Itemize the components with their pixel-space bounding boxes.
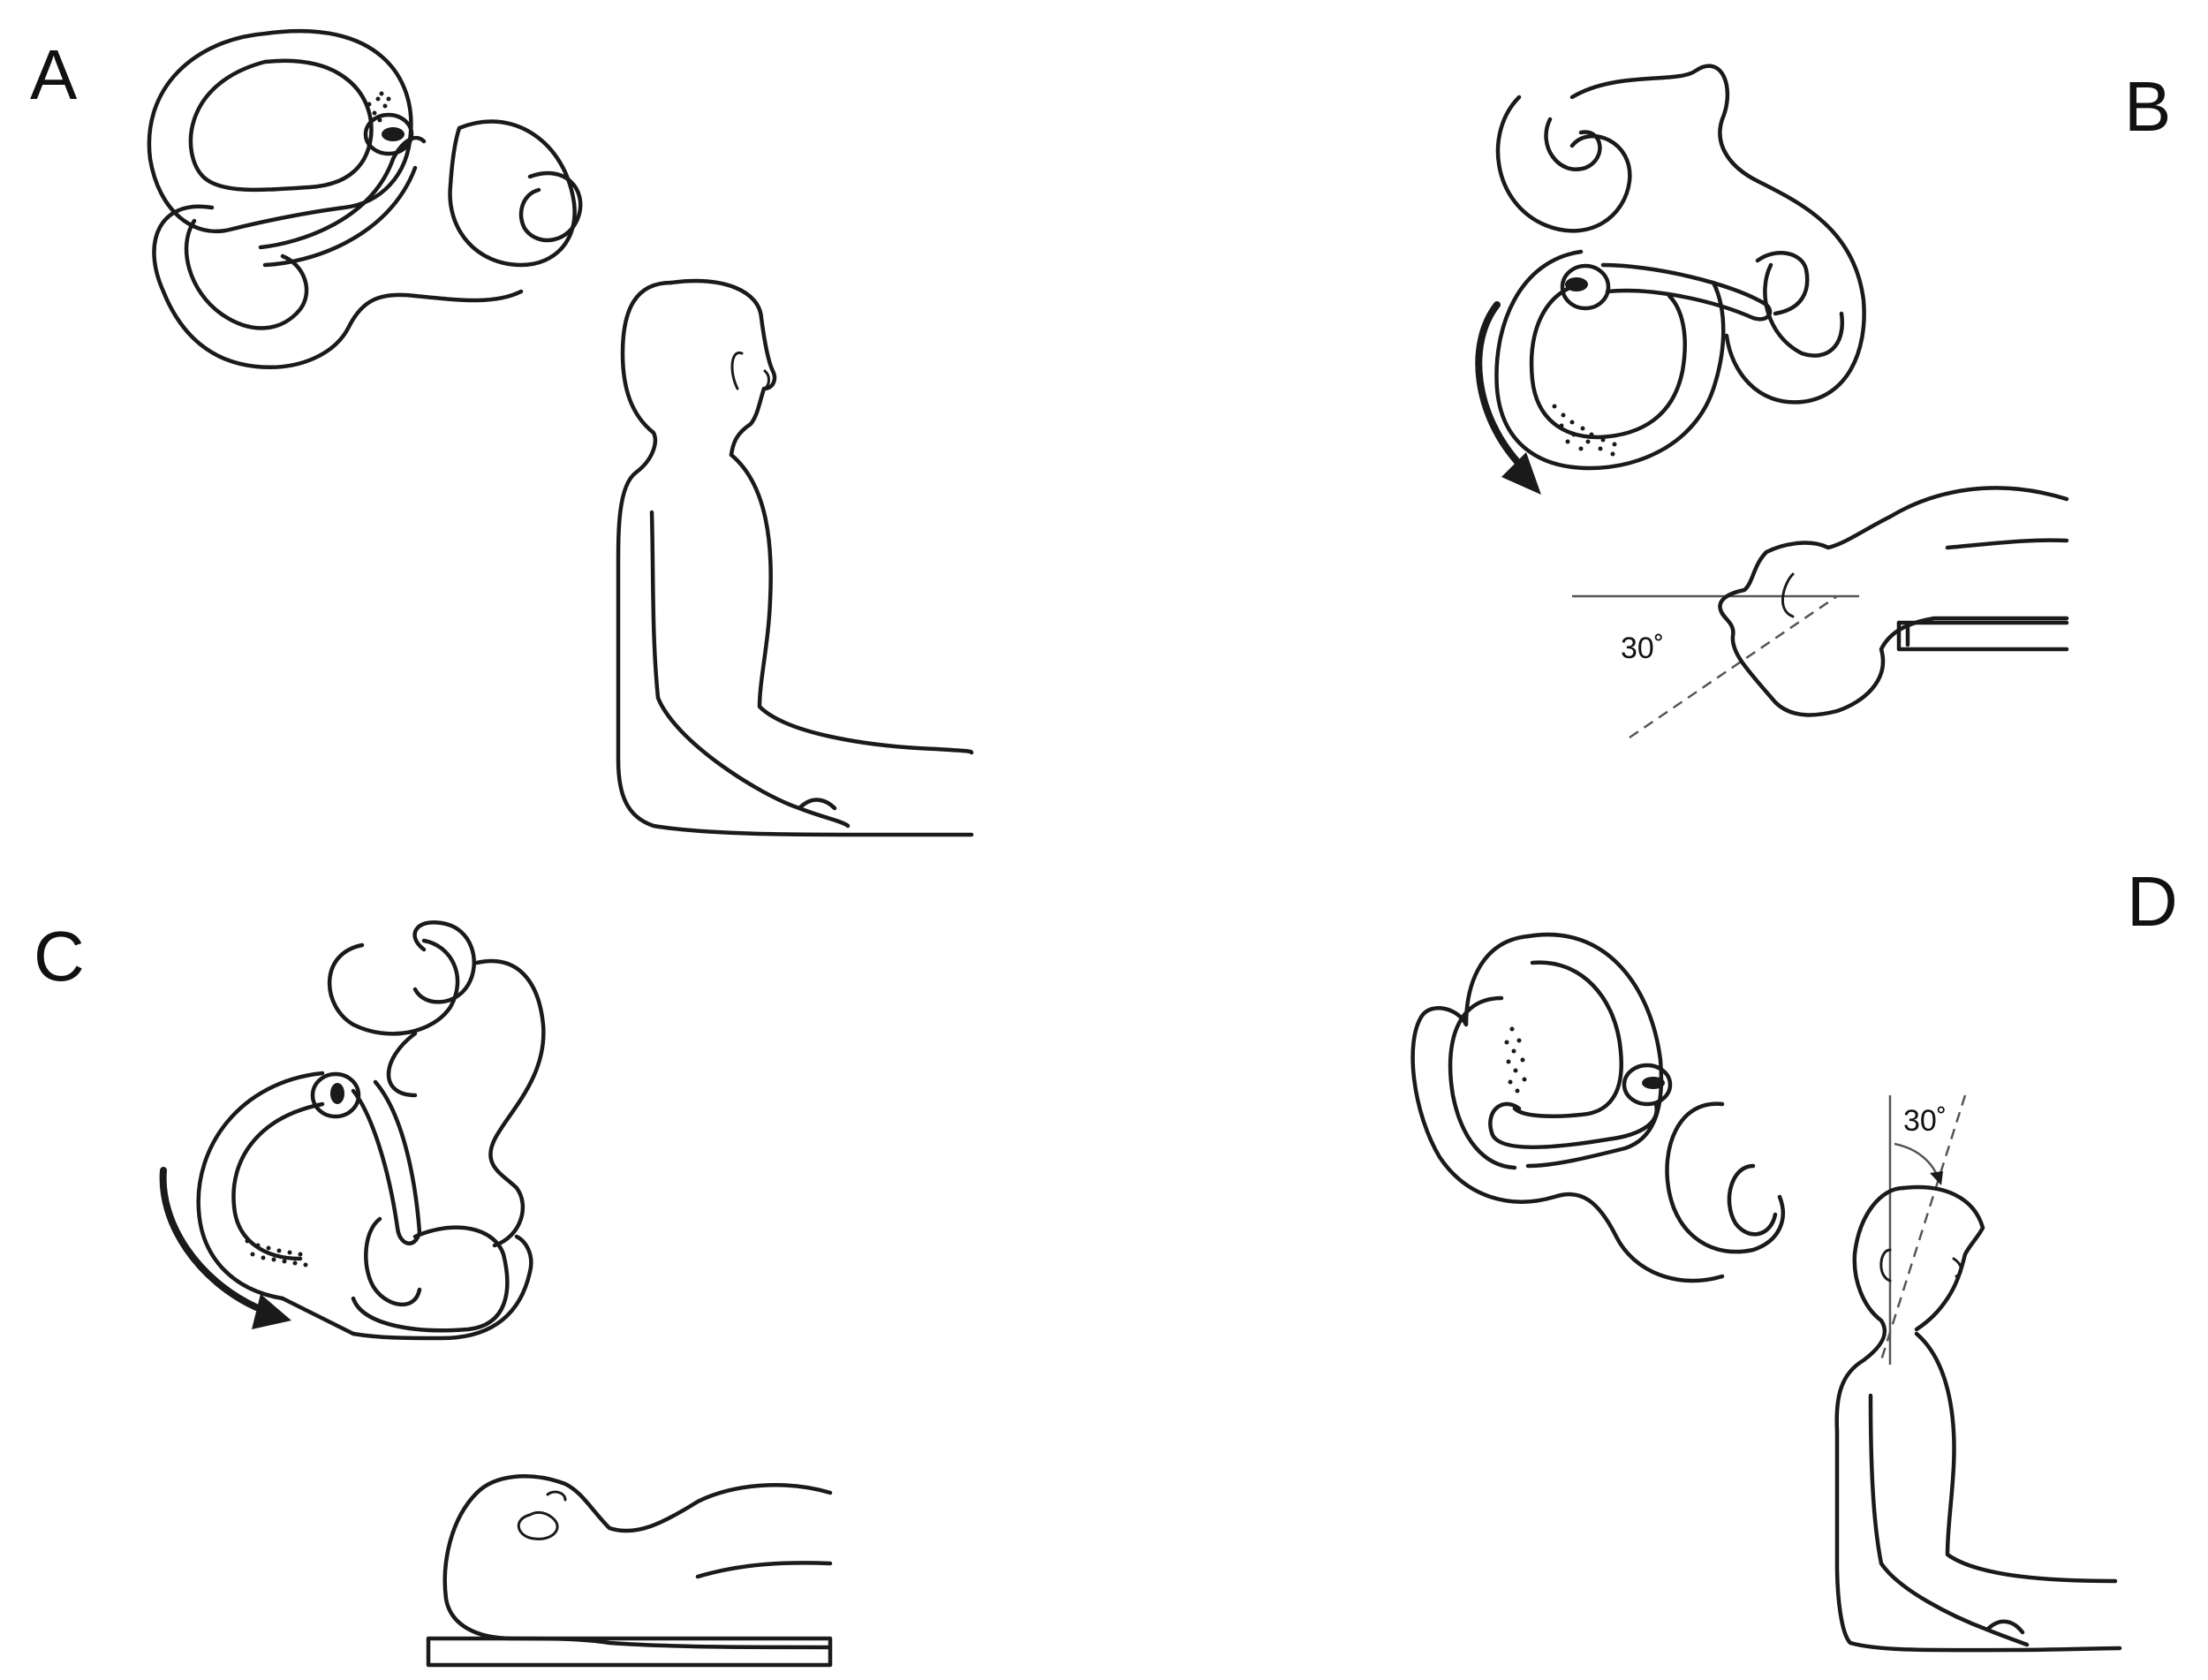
panel-a: A <box>30 28 974 837</box>
head-tilt-line-b <box>1629 594 1838 739</box>
labyrinth-b-icon <box>1494 64 1866 471</box>
labyrinth-d-icon <box>1410 933 1785 1283</box>
rotation-arrow-c-icon <box>159 1167 291 1329</box>
panel-c: C <box>34 917 833 1668</box>
panel-b-label: B <box>2124 67 2171 146</box>
seated-patient-a <box>616 278 974 837</box>
panel-a-label: A <box>30 35 78 114</box>
angle-label-b: 30˚ <box>1621 632 1664 665</box>
panel-d-label: D <box>2127 862 2178 941</box>
head-tilt-line-d <box>1879 1094 1967 1361</box>
labyrinth-c-icon <box>196 919 546 1341</box>
panel-d: D 30˚ <box>1410 862 2178 1653</box>
rotation-arrow-b-icon <box>1475 301 1541 495</box>
supine-patient-c <box>426 1474 833 1668</box>
seated-patient-head-flexed-d: 30˚ <box>1834 1094 2122 1653</box>
panel-c-label: C <box>34 917 85 995</box>
labyrinth-a-icon <box>147 28 583 369</box>
angle-label-d: 30˚ <box>1903 1104 1947 1138</box>
supine-head-hanging-patient-b: 30˚ <box>1572 486 2069 739</box>
panel-b: B <box>1475 64 2171 739</box>
